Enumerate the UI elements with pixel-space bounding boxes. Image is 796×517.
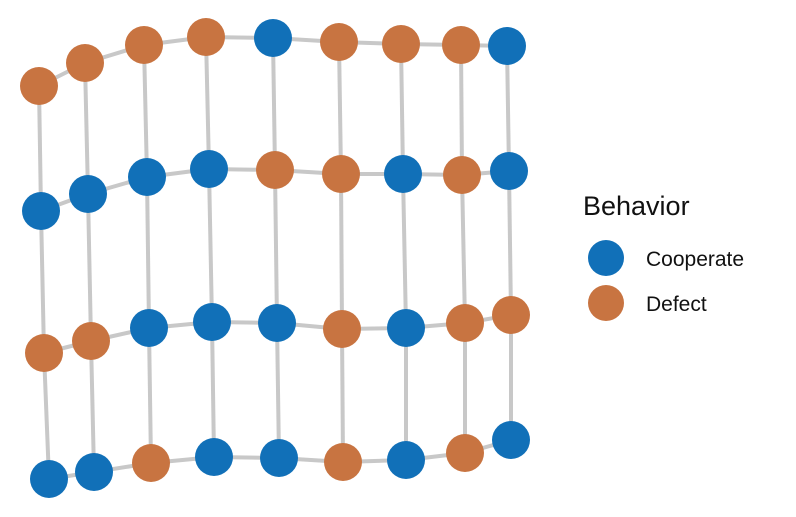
node-cooperate bbox=[69, 175, 107, 213]
legend-title: Behavior bbox=[583, 191, 690, 221]
node-cooperate bbox=[75, 453, 113, 491]
node-cooperate bbox=[128, 158, 166, 196]
node-defect bbox=[320, 23, 358, 61]
node-defect bbox=[72, 322, 110, 360]
edge-vertical bbox=[86, 193, 93, 342]
node-defect bbox=[125, 26, 163, 64]
node-defect bbox=[132, 444, 170, 482]
node-defect bbox=[187, 18, 225, 56]
legend: Behavior Cooperate Defect bbox=[583, 191, 744, 321]
edge-vertical bbox=[271, 37, 277, 171]
node-defect bbox=[256, 151, 294, 189]
legend-label-defect: Defect bbox=[646, 293, 707, 316]
node-defect bbox=[20, 67, 58, 105]
node-cooperate bbox=[492, 421, 530, 459]
node-defect bbox=[446, 304, 484, 342]
edge-vertical bbox=[142, 44, 149, 178]
node-cooperate bbox=[384, 155, 422, 193]
edge-vertical bbox=[147, 327, 153, 464]
node-defect bbox=[66, 44, 104, 82]
edge-vertical bbox=[83, 62, 90, 195]
edge-vertical bbox=[145, 176, 151, 329]
node-defect bbox=[446, 434, 484, 472]
edge-vertical bbox=[204, 36, 211, 170]
node-defect bbox=[443, 156, 481, 194]
node-cooperate bbox=[195, 438, 233, 476]
edge-vertical bbox=[89, 340, 96, 473]
node-defect bbox=[324, 443, 362, 481]
legend-swatch-defect bbox=[588, 285, 624, 321]
edge-vertical bbox=[401, 173, 408, 329]
node-cooperate bbox=[258, 304, 296, 342]
edge-vertical bbox=[275, 322, 281, 459]
edge-vertical bbox=[339, 173, 344, 330]
edge-vertical bbox=[340, 328, 345, 463]
node-cooperate bbox=[260, 439, 298, 477]
edges bbox=[37, 35, 513, 481]
legend-label-cooperate: Cooperate bbox=[646, 248, 744, 271]
node-cooperate bbox=[30, 460, 68, 498]
edge-vertical bbox=[207, 168, 214, 323]
edge-vertical bbox=[337, 41, 343, 175]
node-cooperate bbox=[130, 309, 168, 347]
edge-vertical bbox=[505, 45, 511, 172]
edge-vertical bbox=[210, 321, 216, 458]
edge-vertical bbox=[42, 352, 51, 480]
edge-vertical bbox=[273, 169, 279, 324]
node-cooperate bbox=[387, 309, 425, 347]
node-defect bbox=[382, 25, 420, 63]
edge-vertical bbox=[39, 210, 46, 354]
node-defect bbox=[442, 26, 480, 64]
node-defect bbox=[25, 334, 63, 372]
node-cooperate bbox=[490, 152, 528, 190]
edge-vertical bbox=[459, 44, 464, 176]
edge-vertical bbox=[460, 174, 467, 324]
edge-vertical bbox=[37, 85, 43, 212]
node-defect bbox=[322, 155, 360, 193]
node-defect bbox=[323, 310, 361, 348]
node-defect bbox=[492, 296, 530, 334]
nodes bbox=[20, 18, 530, 498]
node-cooperate bbox=[488, 27, 526, 65]
node-cooperate bbox=[254, 19, 292, 57]
node-cooperate bbox=[190, 150, 228, 188]
legend-swatch-cooperate bbox=[588, 240, 624, 276]
edge-vertical bbox=[507, 170, 513, 316]
edge-vertical bbox=[399, 43, 405, 175]
node-cooperate bbox=[193, 303, 231, 341]
node-cooperate bbox=[22, 192, 60, 230]
node-cooperate bbox=[387, 441, 425, 479]
